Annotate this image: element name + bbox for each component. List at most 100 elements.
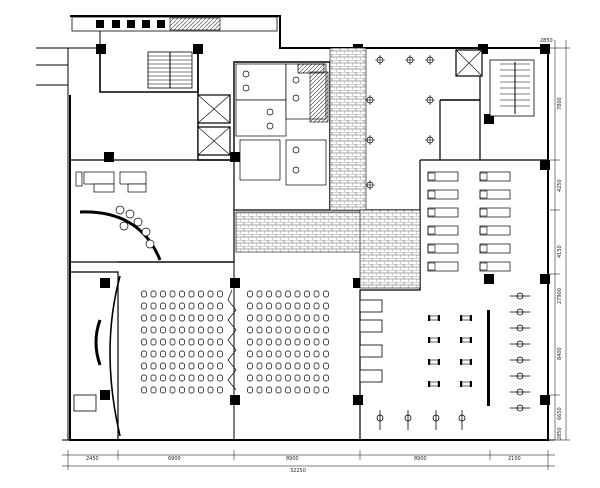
auditorium-seat — [266, 362, 272, 370]
auditorium-seat — [256, 350, 263, 358]
brick-corridor — [235, 47, 421, 289]
auditorium-seat — [323, 374, 329, 382]
auditorium-seat — [188, 326, 195, 334]
auditorium-seat — [266, 374, 272, 382]
auditorium-seat — [198, 290, 204, 298]
auditorium-seat — [188, 302, 195, 310]
auditorium-seat — [323, 302, 329, 310]
auditorium-seat — [179, 338, 185, 346]
auditorium-seat — [313, 326, 320, 334]
auditorium-seat — [304, 350, 310, 358]
auditorium-seat — [256, 386, 263, 394]
auditorium-seat — [294, 350, 301, 358]
auditorium-seat — [141, 302, 147, 310]
spa-beds — [427, 171, 511, 272]
auditorium-seat — [150, 302, 157, 310]
auditorium-seat — [247, 374, 253, 382]
dim-bottom-total: 32250 — [290, 468, 306, 474]
auditorium-seat — [160, 338, 166, 346]
auditorium-seat — [304, 326, 310, 334]
auditorium-seat — [285, 338, 291, 346]
auditorium-seat — [323, 386, 329, 394]
auditorium-seat — [150, 290, 157, 298]
auditorium-seat — [198, 386, 204, 394]
dim-bottom-3: 8900 — [286, 456, 299, 462]
auditorium-seat — [275, 326, 282, 334]
auditorium-seat — [285, 290, 291, 298]
auditorium-seat — [188, 338, 195, 346]
auditorium-seat — [256, 374, 263, 382]
auditorium-seat — [304, 362, 310, 370]
auditorium-seat — [275, 290, 282, 298]
auditorium-seat — [323, 350, 329, 358]
dim-right-3: 4150 — [557, 245, 563, 258]
auditorium-seat — [207, 314, 214, 322]
auditorium-seat — [313, 350, 320, 358]
auditorium-seat — [285, 386, 291, 394]
staircase-left — [147, 51, 193, 89]
auditorium-seat — [313, 314, 320, 322]
auditorium-seat — [160, 362, 166, 370]
dim-right-2: 4250 — [557, 179, 563, 192]
auditorium-seat — [198, 374, 204, 382]
dim-right-5: 8400 — [557, 347, 563, 360]
auditorium-seat — [141, 326, 147, 334]
auditorium-seat — [304, 386, 310, 394]
auditorium-seat — [169, 386, 176, 394]
stage — [73, 275, 121, 437]
dim-right-1: 7800 — [557, 97, 563, 110]
auditorium-seat — [179, 314, 185, 322]
auditorium-seat — [207, 326, 214, 334]
auditorium-seat — [313, 386, 320, 394]
auditorium-seat — [150, 374, 157, 382]
auditorium-seat — [160, 350, 166, 358]
auditorium-seat — [217, 326, 223, 334]
auditorium-seat — [247, 338, 253, 346]
auditorium-seat — [285, 302, 291, 310]
auditorium-seat — [179, 374, 185, 382]
dim-bottom-2: 6900 — [168, 456, 181, 462]
auditorium-seat — [285, 350, 291, 358]
auditorium-seat — [275, 386, 282, 394]
auditorium-seat — [198, 302, 204, 310]
auditorium-seat — [150, 362, 157, 370]
auditorium-seat — [313, 338, 320, 346]
auditorium-seat — [188, 386, 195, 394]
staircase-right — [489, 59, 535, 117]
seats-right-block — [247, 290, 329, 394]
fitness-area — [359, 292, 530, 430]
auditorium-seat — [256, 326, 263, 334]
auditorium-seat — [323, 326, 329, 334]
auditorium-seat — [275, 362, 282, 370]
dimension-labels: 2450 6900 8900 8900 2100 32250 2850 7800… — [86, 38, 563, 474]
dim-bottom-1: 2450 — [86, 456, 99, 462]
auditorium-seat — [188, 362, 195, 370]
auditorium-seat — [285, 314, 291, 322]
auditorium-seat — [188, 350, 195, 358]
auditorium-seat — [207, 350, 214, 358]
auditorium-seat — [179, 326, 185, 334]
auditorium-seat — [141, 350, 147, 358]
auditorium-seat — [247, 386, 253, 394]
auditorium-seat — [294, 374, 301, 382]
auditorium-seat — [256, 362, 263, 370]
auditorium-seat — [266, 338, 272, 346]
dim-right-4: 27900 — [557, 288, 563, 304]
auditorium-seat — [217, 374, 223, 382]
auditorium-seat — [179, 290, 185, 298]
auditorium-seat — [169, 326, 176, 334]
auditorium-seat — [313, 374, 320, 382]
auditorium-seat — [247, 326, 253, 334]
lounge — [75, 171, 162, 261]
dimension-lines — [62, 40, 570, 470]
auditorium-seat — [160, 374, 166, 382]
auditorium-seat — [256, 338, 263, 346]
auditorium-seat — [266, 290, 272, 298]
auditorium-seat — [169, 362, 176, 370]
auditorium-seat — [141, 374, 147, 382]
auditorium-seat — [247, 302, 253, 310]
auditorium-seat — [207, 386, 214, 394]
auditorium-seat — [150, 314, 157, 322]
auditorium-seat — [256, 314, 263, 322]
